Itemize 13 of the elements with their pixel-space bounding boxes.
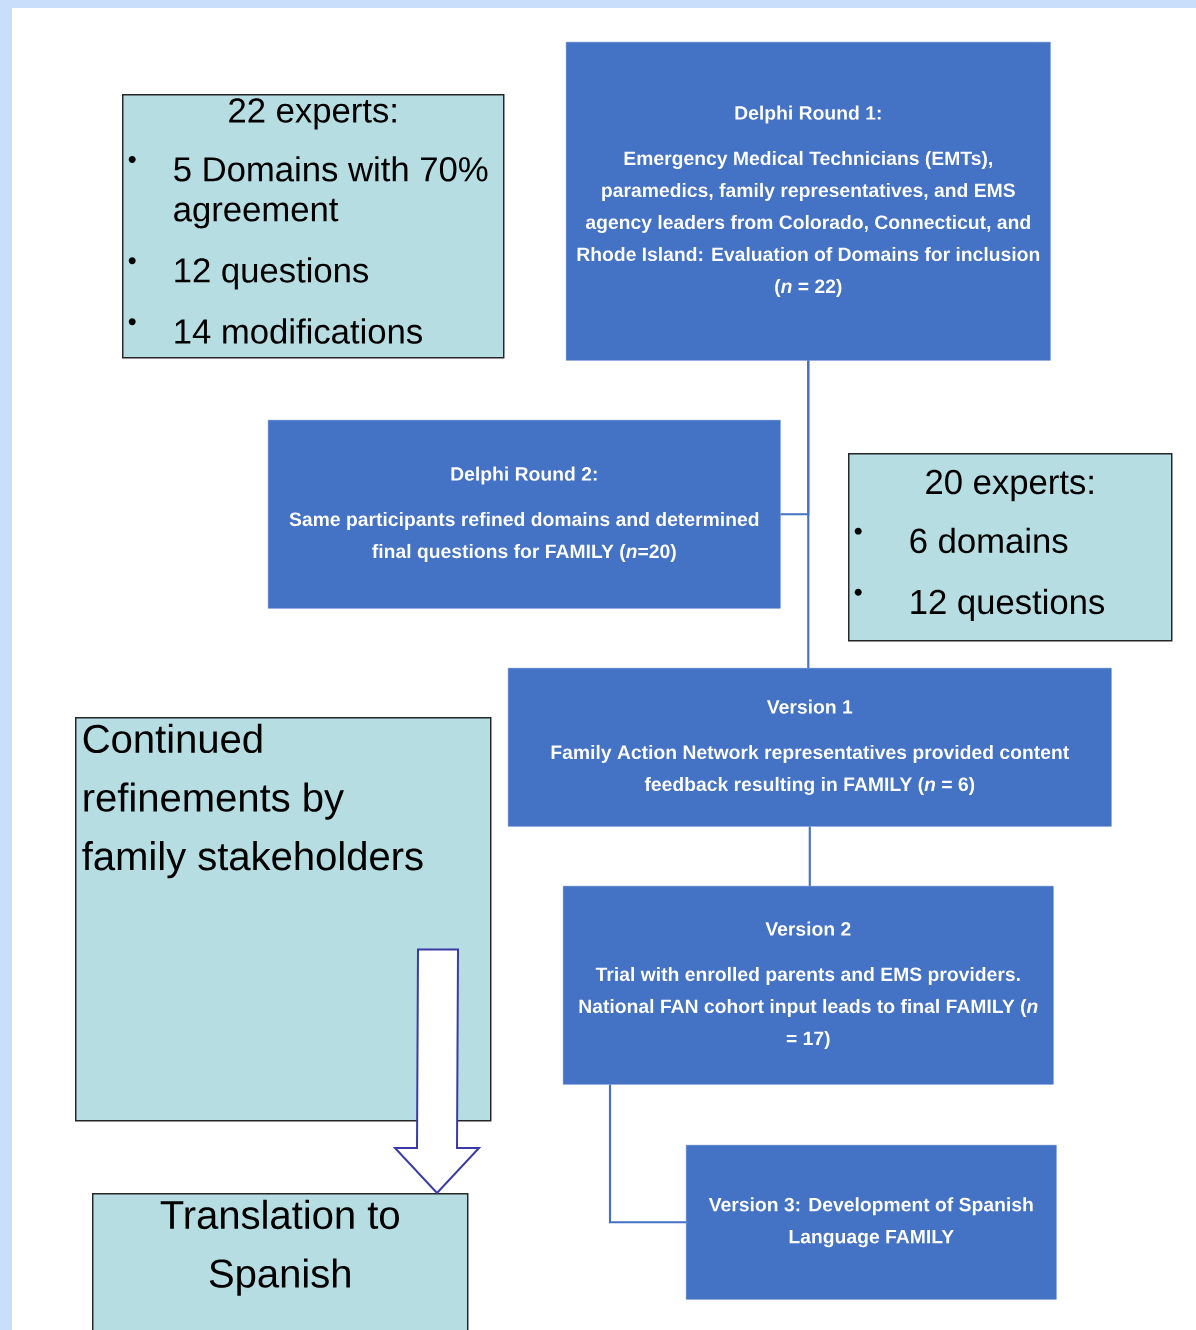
note-box: 20 experts: 6 domains 12 questions [848,453,1173,642]
connector-line [608,1084,686,1224]
note-box: Translation to Spanish [92,1193,469,1330]
note-box: Continued refinements by family stakeholders [75,717,492,1122]
connector-line [780,360,810,516]
process-box: Version 3: Development of Spanish Language FAMILY [686,1145,1057,1300]
process-box: Delphi Round 1: Emergency Medical Technicians (EMTs), paramedics, family representatives, and EMS agency leaders from Colorado, Connecticut, and Rhode Island: Evaluation of Domains for inclusion (n = 22) [566,42,1051,361]
process-box: Delphi Round 2: Same participants refined domains and determined final questions for FAMILY (n=20) [268,420,781,609]
process-box: Version 2 Trial with enrolled parents and EMS providers. National FAN cohort input leads to final FAMILY (n = 17) [563,886,1054,1085]
note-box: 22 experts: 5 Domains with 70% agreement 12 questions 14 modifications [122,94,505,359]
block-arrow [392,948,482,1195]
process-box: Version 1 Family Action Network representatives provided content feedback resulting in FAMILY (n = 6) [508,668,1112,827]
connector-line [808,826,811,886]
